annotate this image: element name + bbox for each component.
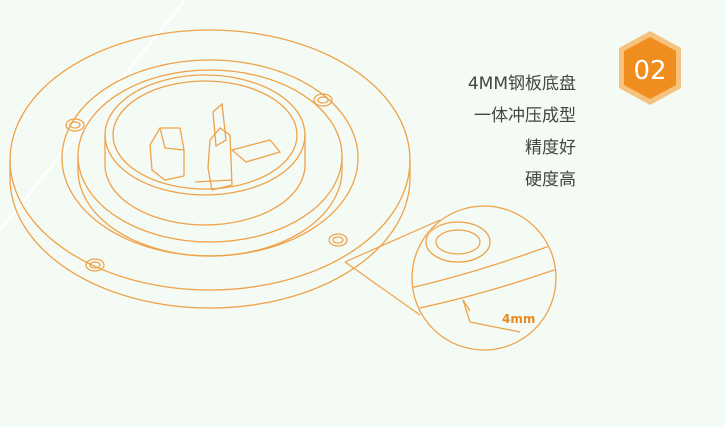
- feature-list: 4MM钢板底盘 一体冲压成型 精度好 硬度高: [468, 68, 576, 196]
- thickness-label: 4mm: [502, 312, 535, 326]
- badge-hex: [624, 37, 676, 99]
- inner-tab-center: [207, 127, 233, 191]
- bolt-hole-3-inner: [332, 236, 344, 244]
- callout-leaders: [344, 219, 441, 316]
- inner-tab-left-fold: [159, 127, 185, 151]
- bolt-hole-4-inner: [89, 261, 101, 269]
- flange-top-edge: [9, 29, 411, 291]
- inner-tab-base: [194, 179, 233, 183]
- inner-tab-top: [212, 102, 227, 148]
- cylinder-rim-outer: [104, 74, 306, 196]
- bolt-hole-1: [65, 118, 85, 132]
- feature-item: 4MM钢板底盘: [467, 74, 576, 94]
- cylinder-wall: [104, 135, 306, 226]
- light-streak: [0, 0, 187, 231]
- feature-item: 一体冲压成型: [474, 106, 576, 126]
- flange-side: [9, 160, 411, 309]
- badge-number: 02: [633, 56, 667, 86]
- inner-tab-right: [230, 139, 282, 163]
- inner-tab-left: [149, 127, 185, 181]
- step-ring-inner: [77, 69, 343, 243]
- steel-base-plate-drawing: [9, 29, 411, 309]
- bolt-hole-4: [85, 258, 105, 272]
- bolt-hole-2-inner: [317, 96, 329, 104]
- thickness-detail-callout: 4mm: [411, 205, 557, 351]
- cylinder-rim-inner: [112, 80, 298, 190]
- bolt-hole-2: [313, 93, 333, 107]
- feature-item: 精度好: [525, 138, 576, 158]
- feature-item: 硬度高: [525, 170, 576, 190]
- bolt-hole-1-inner: [69, 121, 81, 129]
- step-side: [77, 156, 343, 257]
- step-ring-outer: [61, 59, 359, 257]
- bolt-hole-3: [328, 233, 348, 247]
